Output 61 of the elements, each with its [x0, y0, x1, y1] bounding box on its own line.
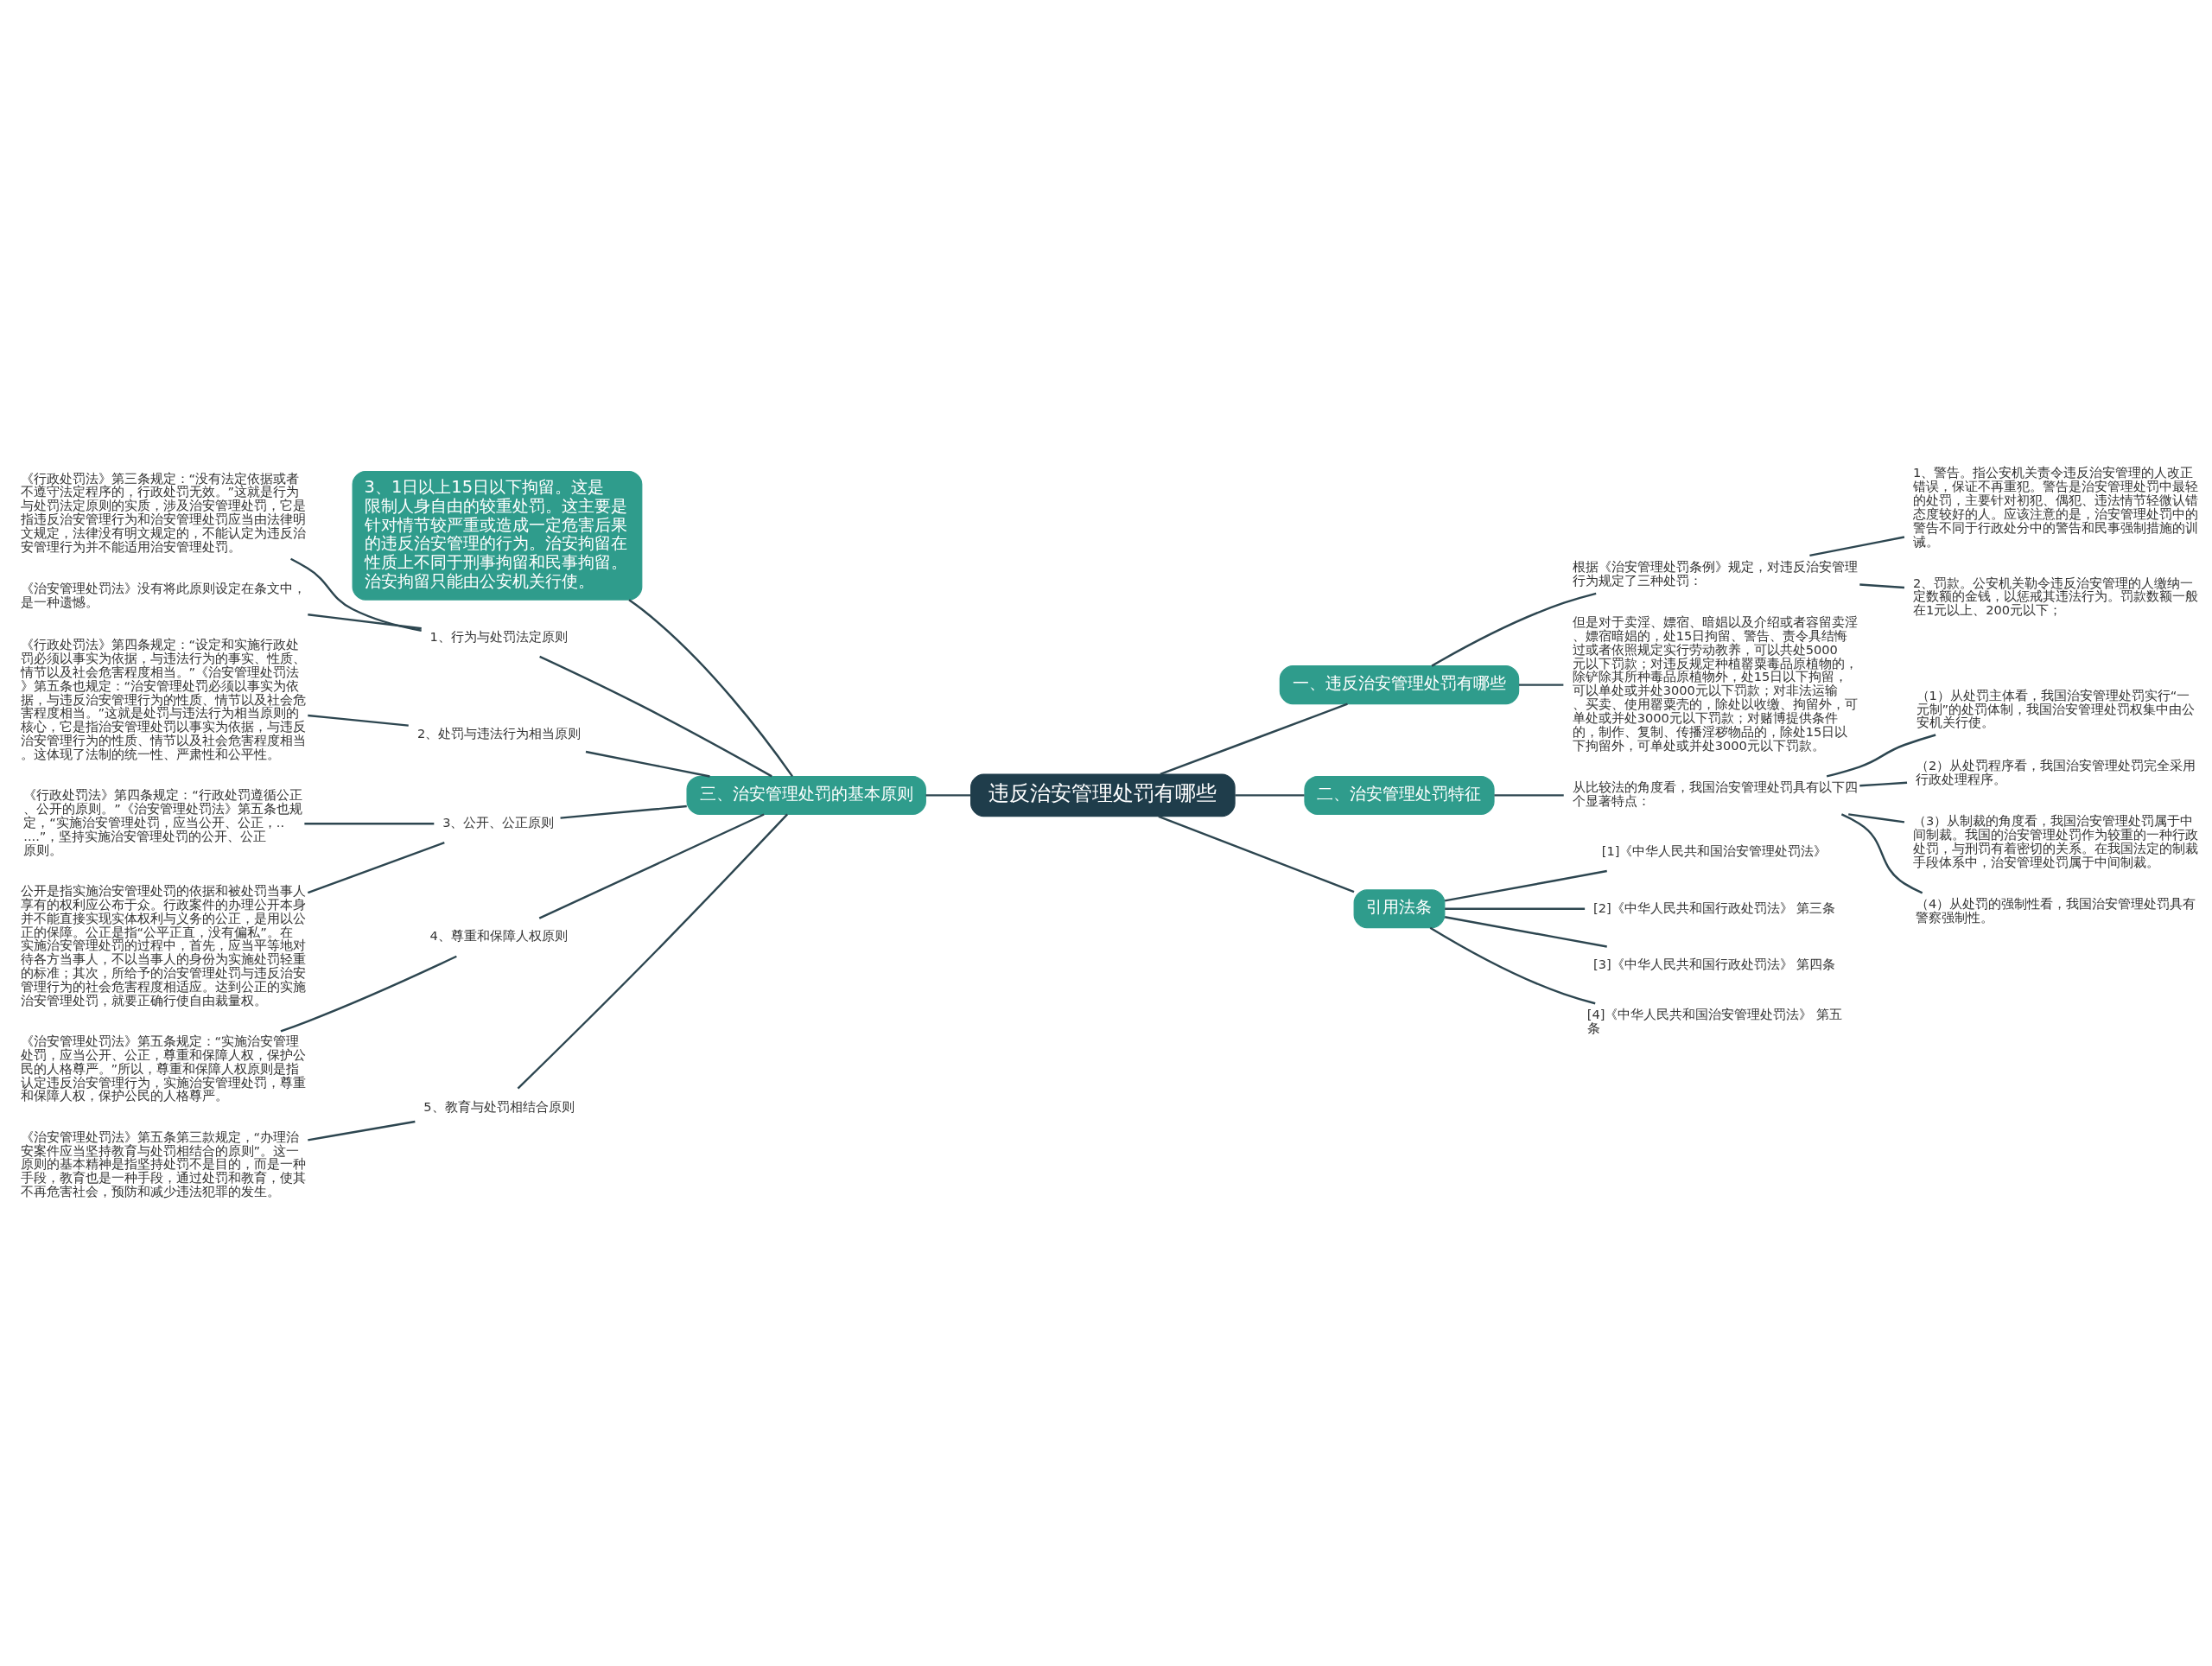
node-box: 3、1日以上15日以下拘留。这是限制人身自由的较重处罚。这主要是针对情节较严重或造成一定危害后果的违反治安管理的行为。治安拘留在性质上不同于刑事拘留和民事拘留。治安拘留只能由公安机关行使。: [352, 470, 643, 601]
node-text: 3、公开、公正原则: [442, 814, 555, 830]
connector: [308, 1120, 416, 1141]
node-text: [4]《中华人民共和国治安管理处罚法》 第五条: [1586, 1006, 1843, 1035]
connector: [517, 813, 789, 1090]
node-text: 《行政处罚法》第四条规定：“设定和实施行政处罚必须以事实为依据，与违法行为的事实、性质、情节以及社会危害程度相当。”《治安管理处罚法》第五条也规定：“治安管理处罚必须以事实为依据，与违反治安管理行为的性质、情节以及社会危害程度相当。”这就是处罚与违法行为相当原则的核心，它是指治安管理处罚以事实为依据，与违反治安管理行为的性质、情节以及社会危害程度相当。这体现了法制的统一性、严肃性和公平性。: [20, 636, 306, 761]
node-box: 二、治安管理处罚特征: [1304, 775, 1495, 815]
connector: [1444, 869, 1607, 902]
connector: [1431, 592, 1597, 667]
connector: [304, 822, 435, 824]
connector: [925, 793, 971, 797]
connector: [1444, 915, 1607, 948]
node-box: 引用法条: [1353, 888, 1446, 928]
connector: [1235, 793, 1305, 797]
node-text: 4、尊重和保障人权原则: [429, 927, 568, 943]
node-text: （4）从处罚的强制性看，我国治安管理处罚具有警察强制性。: [1915, 895, 2196, 925]
connector: [1840, 812, 1923, 893]
node-text: [3]《中华人民共和国行政处罚法》 第四条: [1593, 956, 1836, 971]
connector: [1158, 815, 1355, 893]
node-box: 一、违反治安管理处罚有哪些: [1279, 664, 1520, 704]
node-text: 《行政处罚法》第三条规定：“没有法定依据或者不遵守法定程序的，行政处罚无效。”这就是行为与处罚法定原则的实质，涉及治安管理处罚，它是指违反治安管理行为和治安管理处罚应当由法律明文规定，法律没有明文规定的，不能认定为违反治安管理行为并不能适用治安管理处罚。: [20, 470, 306, 554]
connector: [1859, 781, 1908, 786]
connector: [308, 613, 422, 629]
node-text: 但是对于卖淫、嫖宿、暗娼以及介绍或者容留卖淫、嫖宿暗娼的，处15日拘留、警告、责令具结悔过或者依照规定实行劳动教养，可以共处5000元以下罚款；对违反规定种植罂粟毒品原植物的，除铲除其所种毒品原植物外，处15日以下拘留，可以单处或并处3000元以下罚款；对非法运输、买卖、使用罂粟壳的，除处以收缴、拘留外，可单处或并处3000元以下罚款；对赌博提供条件的，制作、复制、传播淫秽物品的，除处15日以下拘留外，可单处或并处3000元以下罚款。: [1572, 614, 1858, 753]
connector: [538, 812, 765, 919]
connector: [290, 557, 422, 632]
node-text: 《治安管理处罚法》第五条第三款规定，“办理治安案件应当坚持教育与处罚相结合的原则”。这一原则的基本精神是指坚持处罚不是目的，而是一种手段，教育也是一种手段，通过处罚和教育，使其不再危害社会，预防和减少违法犯罪的发生。: [20, 1129, 306, 1199]
node-text: 根据《治安管理处罚条例》规定，对违反治安管理行为规定了三种处罚：: [1572, 558, 1858, 588]
connector: [539, 655, 772, 777]
connector: [560, 804, 687, 819]
connector: [1518, 683, 1564, 686]
node-box: 违反治安管理处罚有哪些: [970, 773, 1236, 817]
node-text: （2）从处罚程序看，我国治安管理处罚完全采用行政处理程序。: [1915, 757, 2196, 786]
connector: [1445, 907, 1586, 910]
connector: [1160, 703, 1348, 775]
connector: [1429, 926, 1596, 1004]
node-text: 1、警告。指公安机关责令违反治安管理的人改正错误，保证不再重犯。警告是治安管理处罚中最轻的处罚，主要针对初犯、偶犯、违法情节轻微认错态度较好的人。应该注意的是，治安管理处罚中的警告不同于行政处分中的警告和民事强制措施的训诫。: [1912, 464, 2198, 549]
node-text: 1、行为与处罚法定原则: [429, 628, 568, 644]
node-text: 《治安管理处罚法》第五条规定：“实施治安管理处罚，应当公开、公正，尊重和保障人权，保护公民的人格尊严。”所以，尊重和保障人权原则是指认定违反治安管理行为，实施治安管理处罚，尊重和保障人权，保护公民的人格尊严。: [20, 1033, 306, 1103]
node-text: 2、处罚与违法行为相当原则: [416, 725, 582, 741]
node-text: 公开是指实施治安管理处罚的依据和被处罚当事人享有的权利应公布于众。行政案件的办理公开本身并不能直接实现实体权利与义务的公正，是用以公正的保障。公正是指“公平正直，没有偏私”。在实施治安管理处罚的过程中，首先，应当平等地对待各方当事人，不以当事人的身份为实施处罚轻重的标准；其次，所给予的治安管理处罚与违反治安管理行为的社会危害程度相适应。达到公正的实施治安管理处罚，就要正确行使自由裁量权。: [20, 882, 306, 1008]
connector: [307, 841, 445, 893]
connector: [1494, 793, 1564, 797]
node-text: 《治安管理处罚法》没有将此原则设定在条文中，是一种遗憾。: [20, 580, 306, 609]
node-text: （1）从处罚主体看，我国治安管理处罚实行“一元制”的处罚体制，我国治安管理处罚权集中由公安机关行使。: [1916, 687, 2196, 729]
node-text: [1]《中华人民共和国治安管理处罚法》: [1601, 843, 1827, 858]
node-text: [2]《中华人民共和国行政处罚法》 第三条: [1593, 900, 1836, 915]
connector: [1859, 582, 1905, 588]
connector: [585, 750, 710, 778]
connector: [628, 598, 793, 777]
connector: [1848, 812, 1905, 823]
connector: [1826, 733, 1936, 778]
node-text: 2、罚款。公安机关勒令违反治安管理的人缴纳一定数额的金钱，以惩戒其违法行为。罚款数额一般在1元以上、200元以下；: [1912, 575, 2198, 617]
node-text: 从比较法的角度看，我国治安管理处罚具有以下四个显著特点：: [1572, 779, 1858, 808]
connector: [308, 714, 409, 727]
node-text: 《行政处罚法》第四条规定：“行政处罚遵循公正、公开的原则。”《治安管理处罚法》第五条也规定，“实施治安管理处罚，应当公开、公正，......”，坚持实施治安管理处罚的公开、公正原则。: [23, 786, 302, 857]
connector: [1809, 535, 1905, 556]
node-text: 5、教育与处罚相结合原则: [423, 1098, 575, 1114]
node-text: （3）从制裁的角度看，我国治安管理处罚属于中间制裁。我国的治安管理处罚作为较重的一种行政处罚，与刑罚有着密切的关系。在我国法定的制裁手段体系中，治安管理处罚属于中间制裁。: [1912, 812, 2198, 869]
connector: [280, 955, 457, 1033]
node-box: 三、治安管理处罚的基本原则: [686, 775, 926, 815]
